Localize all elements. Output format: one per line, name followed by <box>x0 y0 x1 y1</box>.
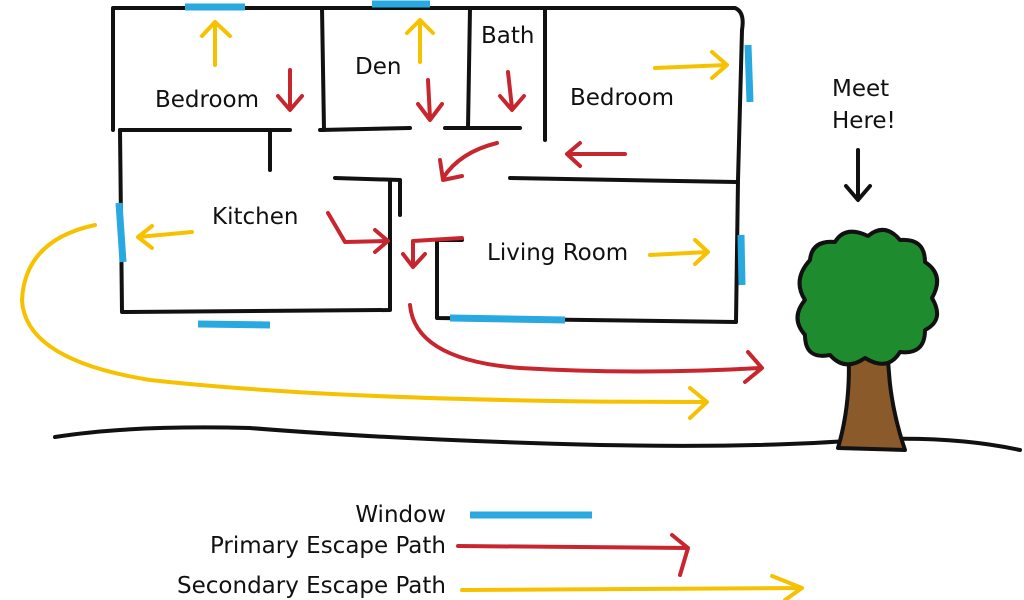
secondary-arrows <box>20 18 729 420</box>
window <box>115 202 127 263</box>
legend: Window Primary Escape Path Secondary Esc… <box>177 502 804 600</box>
meet-here-line-1: Meet <box>832 76 889 102</box>
room-label-bedroom: Bedroom <box>155 87 259 113</box>
house-walls <box>111 6 745 324</box>
room-label-kitchen: Kitchen <box>212 204 298 230</box>
legend-primary-swatch <box>456 533 690 577</box>
legend-secondary-swatch <box>460 574 804 600</box>
window <box>737 234 746 286</box>
legend-window-label: Window <box>355 502 446 528</box>
room-label-bath: Bath <box>481 23 534 49</box>
room-label-bedroom-2: Bedroom <box>570 85 674 111</box>
legend-secondary-label: Secondary Escape Path <box>177 573 446 599</box>
room-label-living-room: Living Room <box>487 240 628 266</box>
legend-primary-label: Primary Escape Path <box>210 533 446 559</box>
window <box>449 314 566 324</box>
windows <box>115 0 754 329</box>
tree-icon <box>795 228 940 452</box>
window <box>197 320 271 329</box>
down-arrow-icon <box>844 148 872 202</box>
primary-arrows <box>276 68 764 384</box>
window <box>744 44 754 103</box>
room-label-den: Den <box>355 54 401 80</box>
meet-here-line-2: Here! <box>832 108 896 134</box>
